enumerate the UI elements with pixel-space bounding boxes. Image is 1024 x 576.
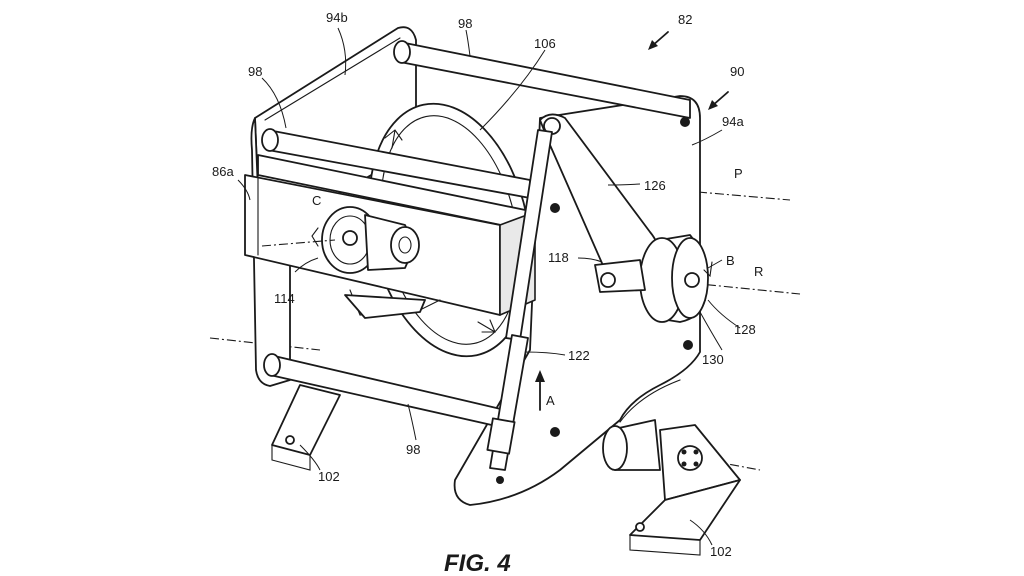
label-p: P <box>734 166 743 181</box>
label-b: B <box>726 253 735 268</box>
label-94b: 94b <box>326 10 348 25</box>
label-c: C <box>312 193 321 208</box>
label-98-left: 98 <box>248 64 262 79</box>
label-130: 130 <box>702 352 724 367</box>
label-86a: 86a <box>212 164 234 179</box>
label-r: R <box>754 264 763 279</box>
leader-lines <box>237 27 741 546</box>
reference-labels: 82 90 94b 98 106 98 94a 86a 126 P C 118 … <box>212 10 763 559</box>
hub-128 <box>639 234 713 323</box>
label-90: 90 <box>730 64 744 79</box>
label-126: 126 <box>644 178 666 193</box>
label-98-bottom: 98 <box>406 442 420 457</box>
label-128: 128 <box>734 322 756 337</box>
arrow-90 <box>708 91 729 110</box>
actuator-122 <box>486 129 553 471</box>
feet-102 <box>271 384 741 556</box>
label-114: 114 <box>274 291 295 306</box>
label-98-top: 98 <box>458 16 472 31</box>
link-118 <box>594 259 646 293</box>
label-122: 122 <box>568 348 590 363</box>
label-a: A <box>546 393 555 408</box>
label-94a: 94a <box>722 114 744 129</box>
rods-98 <box>261 40 691 429</box>
label-106: 106 <box>534 36 556 51</box>
label-82: 82 <box>678 12 692 27</box>
label-118: 118 <box>548 250 569 265</box>
arrow-82 <box>648 31 669 50</box>
label-102-left: 102 <box>318 469 340 484</box>
label-102-right: 102 <box>710 544 732 559</box>
figure-caption: FIG. 4 <box>444 550 511 576</box>
motor-114 <box>261 206 420 274</box>
arrow-a <box>535 370 545 411</box>
bolts <box>496 117 693 484</box>
base-motor <box>602 379 741 501</box>
